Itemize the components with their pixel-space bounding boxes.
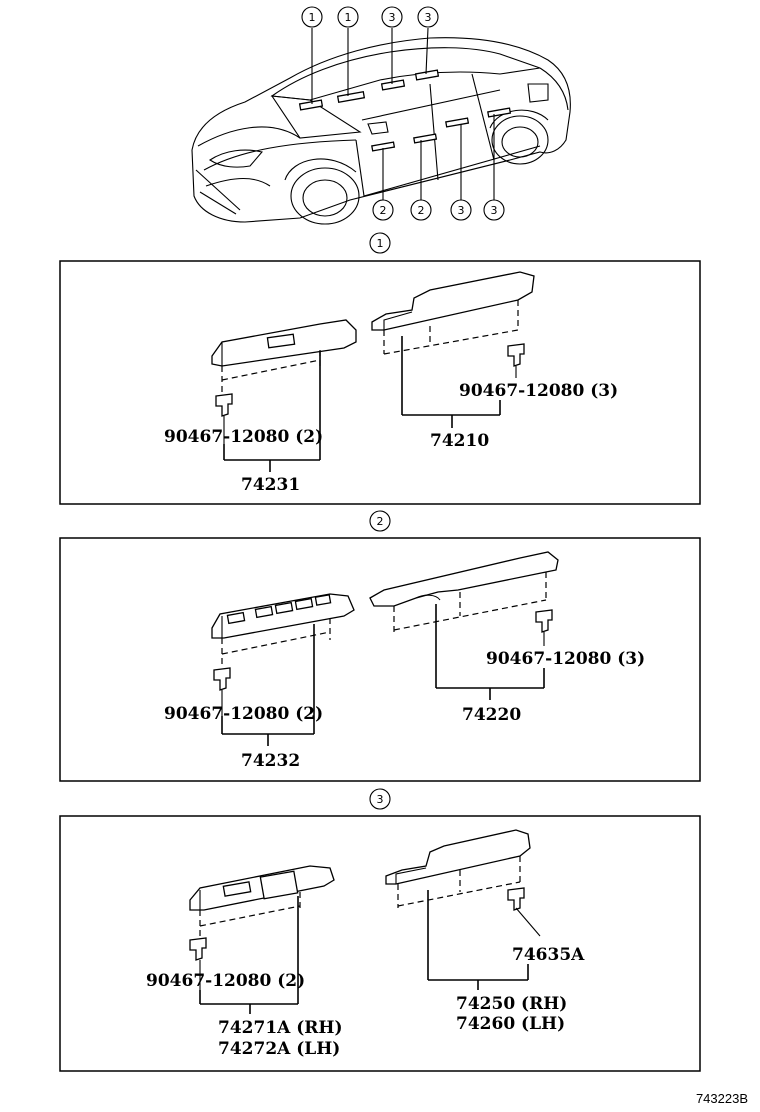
section-2-frame (59, 537, 701, 782)
section-2-armrest-part-label: 74220 (462, 705, 521, 725)
callout-leaders-top (311, 27, 495, 200)
section-1-armrest-part-label: 74210 (430, 431, 489, 451)
section-1-armrest (371, 271, 535, 355)
svg-text:1: 1 (309, 11, 316, 24)
svg-text:1: 1 (345, 11, 352, 24)
section-2-header: 2 (369, 510, 391, 532)
section-1-switch-leaders (223, 352, 321, 472)
section-3-frame (59, 815, 701, 1072)
section-3-header: 3 (369, 788, 391, 810)
callout-1-top-b: 1 (337, 6, 359, 28)
section-3-switch-part-lh-label: 74272A (LH) (218, 1039, 340, 1059)
section-2-armrest-clip (535, 609, 553, 646)
section-3-armrest-leaders (427, 890, 529, 990)
section-1-armrest-leaders (401, 336, 501, 428)
car-overview-illustration (191, 37, 571, 225)
svg-text:3: 3 (425, 11, 432, 24)
svg-text:3: 3 (458, 204, 465, 217)
svg-text:1: 1 (377, 237, 384, 250)
callout-2-bottom-b: 2 (410, 199, 432, 221)
section-3-armrest-clip (507, 887, 541, 937)
section-1-header: 1 (369, 232, 391, 254)
svg-text:2: 2 (418, 204, 425, 217)
section-2-armrest-clip-label: 90467-12080 (3) (486, 649, 645, 669)
section-1-switch-clip (215, 393, 233, 444)
section-3-switch-clip-label: 90467-12080 (2) (146, 971, 305, 991)
callout-3-top-b: 3 (417, 6, 439, 28)
svg-text:3: 3 (377, 793, 384, 806)
section-3-switch-part-rh-label: 74271A (RH) (218, 1018, 343, 1038)
section-3-switch-bezel (189, 865, 335, 936)
svg-text:3: 3 (389, 11, 396, 24)
section-2-switch-leaders (221, 624, 315, 746)
svg-text:2: 2 (380, 204, 387, 217)
callout-3-bottom-b: 3 (483, 199, 505, 221)
callout-2-bottom-a: 2 (372, 199, 394, 221)
section-2-armrest-leaders (435, 604, 545, 700)
callout-3-bottom-a: 3 (450, 199, 472, 221)
section-1-armrest-clip (507, 343, 525, 378)
section-3-armrest-clip-label: 74635A (512, 945, 585, 965)
section-2-switch-bezel (211, 593, 355, 664)
svg-text:2: 2 (377, 515, 384, 528)
callout-1-top-a: 1 (301, 6, 323, 28)
section-1-switch-bezel (211, 319, 357, 392)
section-3-switch-leaders (199, 896, 299, 1014)
section-3-armrest-part-lh-label: 74260 (LH) (456, 1014, 565, 1034)
section-1-switch-part-label: 74231 (241, 475, 300, 495)
section-2-switch-clip-label: 90467-12080 (2) (164, 704, 323, 724)
section-2-armrest (369, 551, 559, 632)
callout-3-top-a: 3 (381, 6, 403, 28)
section-1-switch-clip-label: 90467-12080 (2) (164, 427, 323, 447)
section-2-switch-part-label: 74232 (241, 751, 300, 771)
section-1-armrest-clip-label: 90467-12080 (3) (459, 381, 618, 401)
svg-text:3: 3 (491, 204, 498, 217)
figure-id: 743223B (696, 1091, 748, 1106)
section-3-switch-clip (189, 937, 207, 990)
section-3-armrest-part-rh-label: 74250 (RH) (456, 994, 567, 1014)
section-3-armrest (385, 829, 531, 908)
section-1-frame (59, 260, 701, 505)
section-2-switch-clip (213, 667, 231, 716)
